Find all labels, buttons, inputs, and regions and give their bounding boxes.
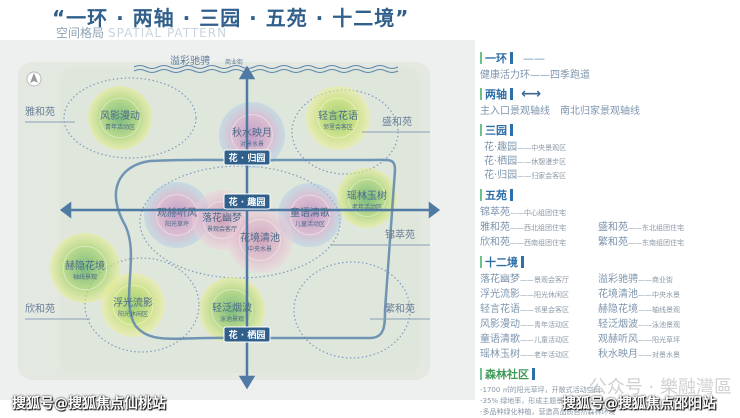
court-label: 盛和苑	[382, 115, 412, 128]
scene-sub: 老年活动区	[352, 203, 382, 211]
double-arrow-icon: ⟷	[521, 86, 542, 102]
scene-name: 轻言花语	[318, 109, 358, 122]
scene-sub: 邻里会客区	[323, 123, 353, 131]
street-label: 溢彩驰骋	[170, 54, 210, 67]
forest-note: -多品种绿化种植，营造高品质自然森林环境	[480, 408, 616, 416]
scene-circle	[306, 86, 370, 150]
faint-watermark: 公众号 · 樂融灣區	[588, 377, 732, 398]
legend-item: 花·归园——归家会客区	[484, 170, 567, 181]
scene-circle	[88, 86, 152, 150]
scene-name: 花境清池	[240, 231, 280, 244]
scene-sub: 中央水景	[248, 245, 272, 253]
legend-item: 落花幽梦——景观会客厅	[480, 274, 569, 285]
scene-name: 轻泛烟波	[212, 301, 252, 314]
svg-text:花 · 趣园: 花 · 趣园	[229, 196, 266, 208]
legend-item: 轻泛烟波——泳池景观	[598, 319, 680, 330]
scene-name: 瑶林玉树	[347, 189, 387, 202]
garden-label: 花 · 趣园	[223, 193, 271, 210]
scene-sub: 对景水景	[240, 140, 264, 148]
legend-axes-heading: 两轴⟷	[480, 86, 738, 102]
legend-item: 锦萃苑——中心组团住宅	[480, 207, 566, 218]
garden-label: 花 · 归园	[223, 149, 271, 166]
scene-circle	[227, 207, 293, 273]
legend-item: 风影漫动——青年活动区	[480, 319, 569, 330]
legend-item: 花·趣园——中央景观区	[484, 142, 567, 153]
court-label: 锦萃苑	[385, 228, 415, 241]
legend-item: 繁和苑——东南组团住宅	[598, 237, 684, 248]
site-plan-map: 溢彩驰骋 商业街 风影漫动青年活动区秋水映月对景水景轻言花语邻里会客区观赫听风阳…	[0, 40, 475, 400]
legend-item: 溢彩驰骋——商业街	[598, 274, 673, 285]
subtitle-cn: 空间格局	[56, 26, 105, 40]
legend-item: 浮光流影——阳光休闲区	[480, 289, 569, 300]
scene-sub: 泳池景观	[220, 315, 244, 323]
scene-name: 童语清歌	[290, 206, 330, 219]
north-arrow-icon	[26, 71, 42, 87]
legend-courts-heading: 五苑	[485, 189, 507, 202]
legend-item: 欣和苑——西南组团住宅	[480, 237, 566, 248]
forest-note: -35% 绿地率，形成主题景观空间	[480, 397, 585, 405]
watermark-left: 搜狐号@搜狐焦点仙桃站	[12, 396, 166, 412]
scene-name: 观赫听风	[157, 207, 197, 219]
street-sub: 商业街	[225, 58, 243, 66]
forest-note: -1700 ㎡的阳光草坪，开敞式活动空间	[480, 386, 601, 394]
svg-text:花 · 栖园: 花 · 栖园	[229, 329, 266, 341]
legend-forest-heading: 森林社区	[485, 368, 529, 381]
scene-circle	[337, 168, 397, 228]
scene-name: 风影漫动	[100, 110, 140, 122]
legend-item: 童语清歌——儿童活动区	[480, 334, 569, 345]
subtitle-en: SPATIAL PATTERN	[108, 26, 228, 40]
scene-circle	[278, 183, 342, 247]
legend-item: 观赫听风——阳光草坪	[598, 334, 680, 345]
street-wave	[133, 65, 399, 69]
legend-item: 赫隐花境——轴线景观	[598, 304, 680, 315]
legend-axes-text: 主入口景观轴线 南北归家景观轴线	[480, 106, 640, 117]
legend-ring-heading: 一环——	[480, 50, 738, 66]
scene-sub: 阳光休闲区	[118, 310, 148, 318]
legend-panel: 一环—— 健康活力环——四季跑道 两轴⟷ 主入口景观轴线 南北归家景观轴线 三园…	[480, 46, 738, 418]
scene-sub: 儿童活动区	[295, 220, 325, 228]
legend-item: 花·栖园——休憩漫步区	[484, 156, 567, 167]
legend-ring-text: 健康活力环——四季跑道	[480, 70, 590, 81]
scene-circle	[101, 273, 165, 337]
scene-name: 秋水映月	[232, 126, 272, 139]
scene-sub: 青年活动区	[105, 123, 135, 131]
scene-sub: 景观会客厅	[207, 225, 237, 233]
legend-item: 雅和苑——西北组团住宅	[480, 222, 566, 233]
scene-name: 赫隐花境	[65, 259, 105, 272]
scene-sub: 轴线景观	[73, 273, 97, 281]
garden-label: 花 · 栖园	[223, 326, 271, 343]
scene-name: 落花幽梦	[202, 211, 242, 224]
legend-gardens-heading: 三园	[485, 124, 507, 137]
legend-scenes-heading: 十二境	[485, 256, 518, 269]
page-title: “一环 · 两轴 · 三园 · 五苑 · 十二境”	[52, 6, 410, 30]
legend-item: 秋水映月——对景水景	[598, 349, 680, 360]
scene-name: 浮光流影	[113, 296, 153, 309]
legend-item: 轻言花语——邻里会客区	[480, 304, 569, 315]
court-label: 雅和苑	[25, 105, 55, 118]
scene-circle	[50, 233, 120, 303]
legend-item: 盛和苑——东北组团住宅	[598, 222, 684, 233]
legend-item: 瑶林玉树——老年活动区	[480, 349, 569, 360]
legend-item: 花境清池——中央水景	[598, 289, 680, 300]
court-label: 欣和苑	[25, 302, 55, 315]
watermark-right: 搜狐号@搜狐焦点邵阳站	[562, 396, 716, 412]
svg-text:花 · 归园: 花 · 归园	[229, 152, 266, 164]
court-label: 繁和苑	[385, 302, 415, 315]
scene-sub: 阳光草坪	[165, 220, 189, 228]
